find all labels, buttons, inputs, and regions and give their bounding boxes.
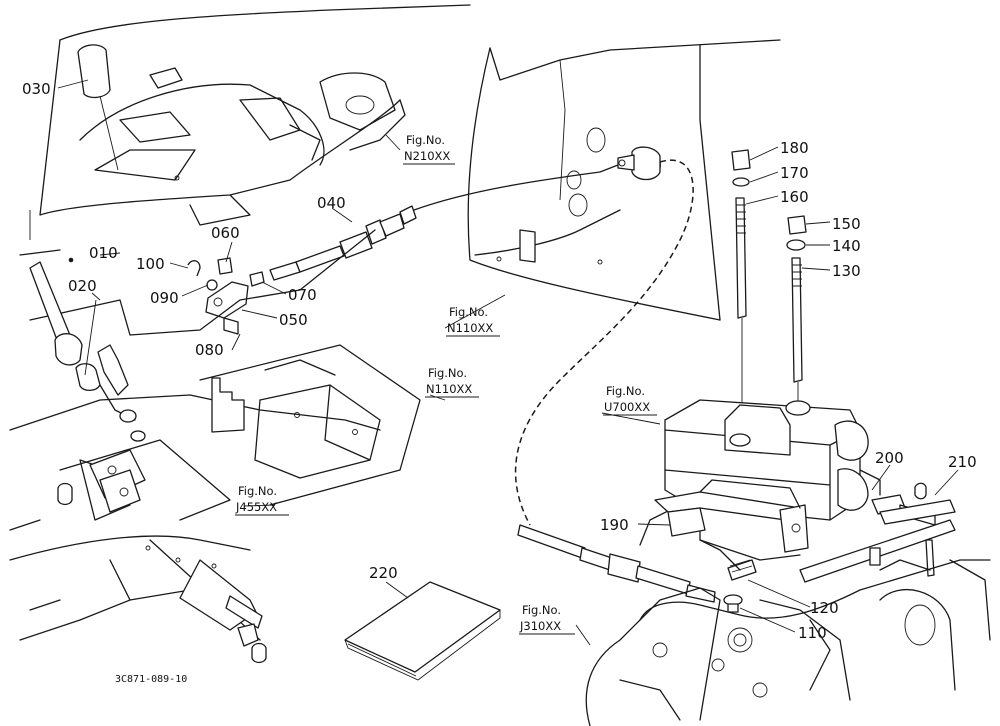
label-050: 050 [279,311,308,329]
fig-ref-prefix-j455: Fig.No. [238,484,277,498]
fig-ref-u700: U700XX [604,400,650,414]
label-030: 030 [22,80,51,98]
label-070: 070 [288,286,317,304]
label-060: 060 [211,224,240,242]
drawing-code: 3C871-089-10 [115,674,187,685]
label-080: 080 [195,341,224,359]
fig-ref-prefix-u700: Fig.No. [606,384,645,398]
cable-end-valve [517,524,757,613]
shift-cable [269,159,694,526]
lever-mounting-bracket [9,229,381,664]
figure-references: Fig.No. N210XX Fig.No. N110XX Fig.No. N1… [235,133,657,635]
label-160: 160 [780,188,809,206]
fig-ref-prefix-n210: Fig.No. [406,133,445,147]
support-bracket [199,344,421,506]
label-120: 120 [810,599,839,617]
label-010: 010 [89,244,118,262]
cable-end-fitting [617,146,661,181]
fig-ref-n110-top: N110XX [447,321,493,335]
gear-lever-knob [77,44,119,171]
fig-ref-prefix-j310: Fig.No. [522,603,561,617]
leader-lines [57,79,959,646]
fig-ref-j455: J455XX [235,500,277,514]
fig-ref-j310: J310XX [519,619,561,633]
label-220: 220 [369,564,398,582]
linkage-200-210 [799,469,956,583]
label-170: 170 [780,164,809,182]
label-190: 190 [600,516,629,534]
label-200: 200 [875,449,904,467]
cable-bracket-190 [654,479,809,553]
label-140: 140 [832,237,861,255]
label-110: 110 [798,624,827,642]
label-210: 210 [948,453,977,471]
lever-cover-panel [29,4,471,240]
fig-ref-prefix-n110-top: Fig.No. [449,305,488,319]
studs-and-nuts [731,149,807,420]
label-130: 130 [832,262,861,280]
label-100: 100 [136,255,165,273]
instruction-manual [344,581,501,681]
label-040: 040 [317,194,346,212]
label-150: 150 [832,215,861,233]
control-valve-body [639,399,869,561]
fig-ref-n210: N210XX [404,149,450,163]
label-020: 020 [68,277,97,295]
fig-ref-n110-mid: N110XX [426,382,472,396]
label-180: 180 [780,139,809,157]
clevis-assembly [187,257,265,335]
label-090: 090 [150,289,179,307]
cab-side-panel [467,39,781,321]
part-number-labels: 030 010 020 040 060 100 090 070 050 080 … [22,80,977,642]
hydraulic-housing [585,539,991,726]
fig-ref-prefix-n110-mid: Fig.No. [428,366,467,380]
